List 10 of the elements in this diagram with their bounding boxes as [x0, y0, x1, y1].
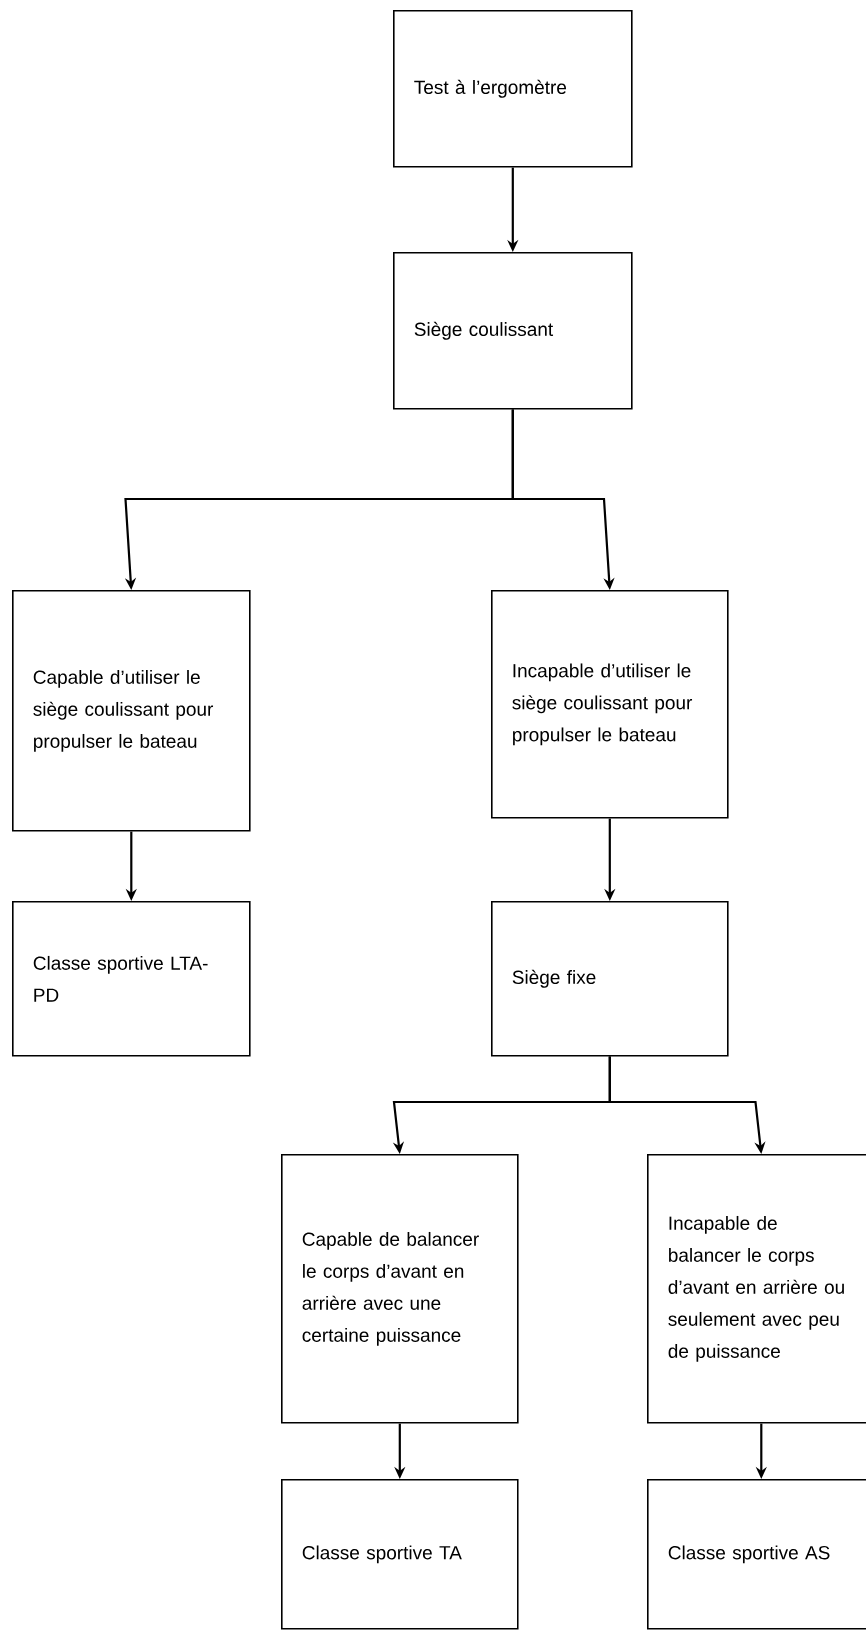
process-box: Capable de balancer le corps d’avant en arrière avec une certaine puissance — [281, 1154, 519, 1424]
process-box: Test à l’ergomètre — [393, 10, 633, 168]
process-box: Incapable d’utiliser le siège coulissant pour propulser le bateau — [491, 590, 729, 819]
process-box: Incapable de balancer le corps d’avant en arrière ou seulement avec peu de puissance — [647, 1154, 866, 1424]
process-box: Capable d’utiliser le siège coulissant pour propulser le bateau — [12, 590, 251, 832]
process-box: Classe sportive AS — [647, 1479, 866, 1630]
process-box: Classe sportive TA — [281, 1479, 519, 1630]
process-box: Siège fixe — [491, 901, 729, 1057]
process-box: Siège coulissant — [393, 252, 633, 410]
process-box: Classe sportive LTA-PD — [12, 901, 251, 1057]
